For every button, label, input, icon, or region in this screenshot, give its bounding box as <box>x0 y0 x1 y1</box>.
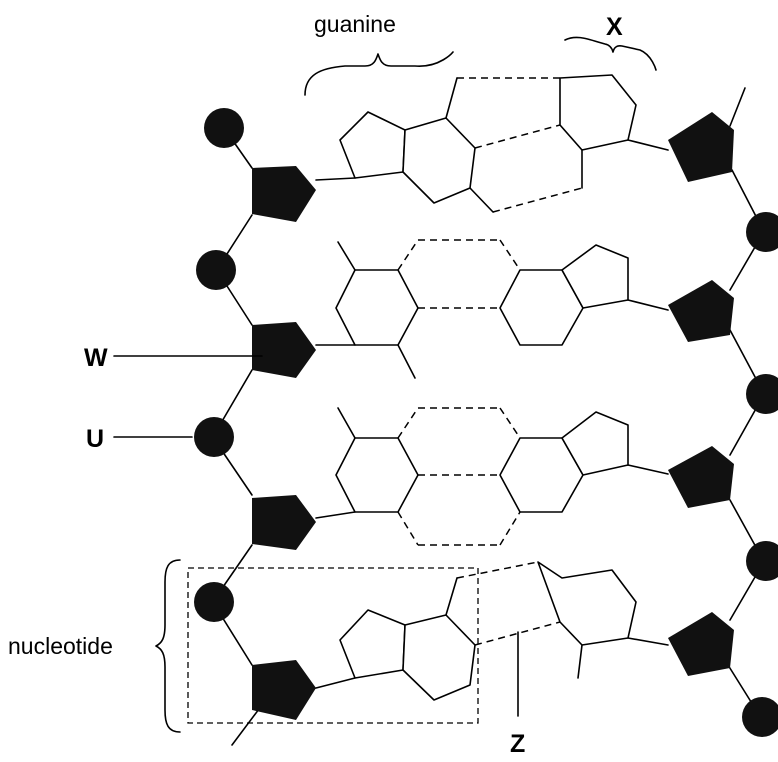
guanine-brace <box>304 51 454 96</box>
label-u: U <box>86 425 104 453</box>
base-hexagon-left-4 <box>402 614 476 701</box>
x-brace <box>564 36 657 71</box>
phosphate-left-4 <box>194 582 234 622</box>
base-pentagon-right-2 <box>561 244 629 309</box>
sugar-left-4 <box>252 660 316 720</box>
phosphate-left-1 <box>204 108 244 148</box>
base-hexagon-left-2 <box>335 269 419 346</box>
sugar-right-1 <box>668 112 734 182</box>
base-pentagon-left-4 <box>339 609 406 679</box>
label-nucleotide: nucleotide <box>8 633 113 659</box>
base-pair-4 <box>315 561 669 701</box>
guanine-hexagon <box>402 117 476 204</box>
phosphate-right-4 <box>742 697 778 737</box>
phosphate-right-1 <box>746 212 778 252</box>
sugar-right-4 <box>668 612 734 676</box>
phosphate-right-3 <box>746 541 778 581</box>
phosphate-u <box>194 417 234 457</box>
base-pair-3 <box>315 407 669 546</box>
label-z: Z <box>510 730 525 758</box>
label-w: W <box>84 344 108 372</box>
label-guanine: guanine <box>314 11 396 37</box>
sugar-w <box>252 322 316 378</box>
nucleotide-box <box>187 567 479 724</box>
sugar-right-3 <box>668 446 734 508</box>
sugar-right-2 <box>668 280 734 342</box>
base-x-hexagon <box>559 74 637 151</box>
nucleotide-brace <box>155 559 181 733</box>
label-x: X <box>606 13 623 41</box>
base-hexagon-left-3 <box>335 437 419 513</box>
base-hexagon-right-4 <box>537 561 637 646</box>
sugar-left-1 <box>252 166 316 222</box>
guanine-pentagon <box>339 111 406 179</box>
base-pentagon-right-3 <box>561 411 629 476</box>
phosphate-right-2 <box>746 374 778 414</box>
sugar-left-3 <box>252 495 316 550</box>
phosphate-left-2 <box>196 250 236 290</box>
base-pair-1 <box>315 74 669 213</box>
base-pair-2 <box>315 239 669 379</box>
